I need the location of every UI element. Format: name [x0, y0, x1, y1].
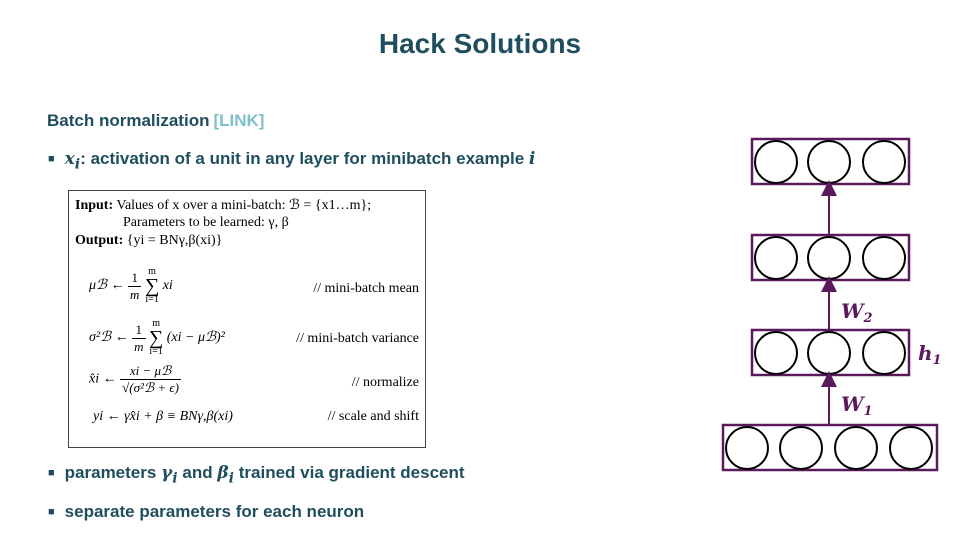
bullet-parameters: ■parameters γi and βi trained via gradie… — [48, 463, 465, 486]
algo-norm-frac: xi − μℬ√(σ²ℬ + ϵ) — [120, 363, 181, 396]
algo-mean-den: m — [130, 286, 140, 302]
bullet2-pre: parameters — [64, 463, 162, 482]
label-w2: W2 — [841, 299, 873, 326]
neuron — [862, 236, 906, 280]
algo-var-comment: // mini-batch variance — [296, 331, 419, 346]
algo-norm-line: x̂i ← xi − μℬ√(σ²ℬ + ϵ) — [89, 363, 181, 396]
neuron — [779, 426, 823, 470]
algo-params-line: Parameters to be learned: γ, β — [123, 215, 289, 230]
algo-mean-term: xi — [162, 278, 173, 294]
bullet-separate-params: ■ separate parameters for each neuron — [48, 502, 364, 522]
bullet-marker-icon: ■ — [48, 467, 55, 479]
layer-h1-box — [750, 328, 911, 377]
bullet2-gamma: γ — [161, 463, 173, 483]
algo-input-label: Input: — [75, 198, 114, 213]
neuron — [754, 140, 798, 184]
algo-mean-num: 1 — [128, 270, 142, 287]
bullet-marker-icon: ■ — [48, 153, 55, 165]
bullet3-text: separate parameters for each neuron — [64, 502, 365, 521]
bullet2-gamma-sub: i — [172, 470, 178, 487]
section-heading: Batch normalization[LINK] — [47, 111, 264, 131]
label-w1: W1 — [841, 392, 873, 419]
bullet-text: : activation of a unit in any layer for … — [80, 149, 529, 168]
algo-mean-sum-top: m — [148, 266, 156, 277]
algo-scale-comment: // scale and shift — [327, 409, 419, 424]
neuron — [807, 236, 851, 280]
layer-second-box — [750, 233, 911, 282]
algo-mean-lhs: μℬ ← — [89, 278, 125, 294]
bullet-marker-icon: ■ — [48, 506, 55, 518]
algo-norm-lhs: x̂i ← — [89, 371, 117, 387]
layer-input-box — [721, 423, 939, 472]
neuron — [807, 331, 851, 375]
neuron — [889, 426, 933, 470]
label-h1: h1 — [918, 341, 942, 368]
heading-link[interactable]: [LINK] — [213, 111, 265, 130]
algo-mean-sum-bot: i=1 — [145, 294, 159, 305]
neuron — [834, 426, 878, 470]
bullet-activation: ■xi: activation of a unit in any layer f… — [48, 149, 535, 172]
algo-var-sum-bot: i=1 — [149, 346, 163, 357]
neuron — [754, 236, 798, 280]
neuron — [807, 140, 851, 184]
algo-input-text: Values of x over a mini-batch: ℬ = {x1…m… — [116, 198, 372, 213]
algo-var-term: (xi − μℬ)² — [166, 330, 225, 346]
algo-output-text: {yi = BNγ,β(xi)} — [126, 233, 223, 248]
algo-scale-line: yi ← γx̂i + β ≡ BNγ,β(xi) — [93, 409, 233, 424]
algo-output-line: Output: {yi = BNγ,β(xi)} — [75, 233, 222, 249]
neuron — [862, 331, 906, 375]
algo-mean-comment: // mini-batch mean — [313, 281, 419, 296]
bullet2-beta: β — [217, 463, 229, 483]
batchnorm-algorithm-box: Input: Values of x over a mini-batch: ℬ … — [68, 190, 426, 448]
algo-var-num: 1 — [132, 322, 146, 339]
sigma-icon: ∑ — [149, 327, 164, 349]
algo-output-label: Output: — [75, 233, 124, 248]
bullet2-beta-sub: i — [228, 470, 235, 487]
sigma-icon: ∑ — [144, 275, 160, 297]
bullet-var: x — [64, 149, 75, 169]
heading-text: Batch normalization — [47, 111, 210, 130]
algo-norm-den: √(σ²ℬ + ϵ) — [122, 380, 179, 395]
neuron — [862, 140, 906, 184]
bullet-tail: i — [528, 149, 536, 169]
algo-mean-sum: m∑i=1 — [145, 267, 159, 305]
algo-norm-comment: // normalize — [351, 375, 419, 390]
bullet2-post: trained via gradient descent — [234, 463, 465, 482]
slide-title: Hack Solutions — [378, 28, 582, 59]
bullet2-mid: and — [177, 463, 218, 482]
algo-var-sum-top: m — [152, 318, 161, 329]
algo-var-sum: m∑i=1 — [149, 319, 163, 357]
algo-var-lhs: σ²ℬ ← — [89, 330, 129, 346]
algo-input-line: Input: Values of x over a mini-batch: ℬ … — [75, 197, 371, 214]
neuron — [754, 331, 798, 375]
layer-top-box — [750, 137, 911, 186]
algo-norm-num: xi − μℬ — [120, 363, 181, 380]
algo-var-den: m — [134, 338, 144, 354]
bullet-var-sub: i — [74, 156, 81, 173]
neuron — [725, 426, 769, 470]
